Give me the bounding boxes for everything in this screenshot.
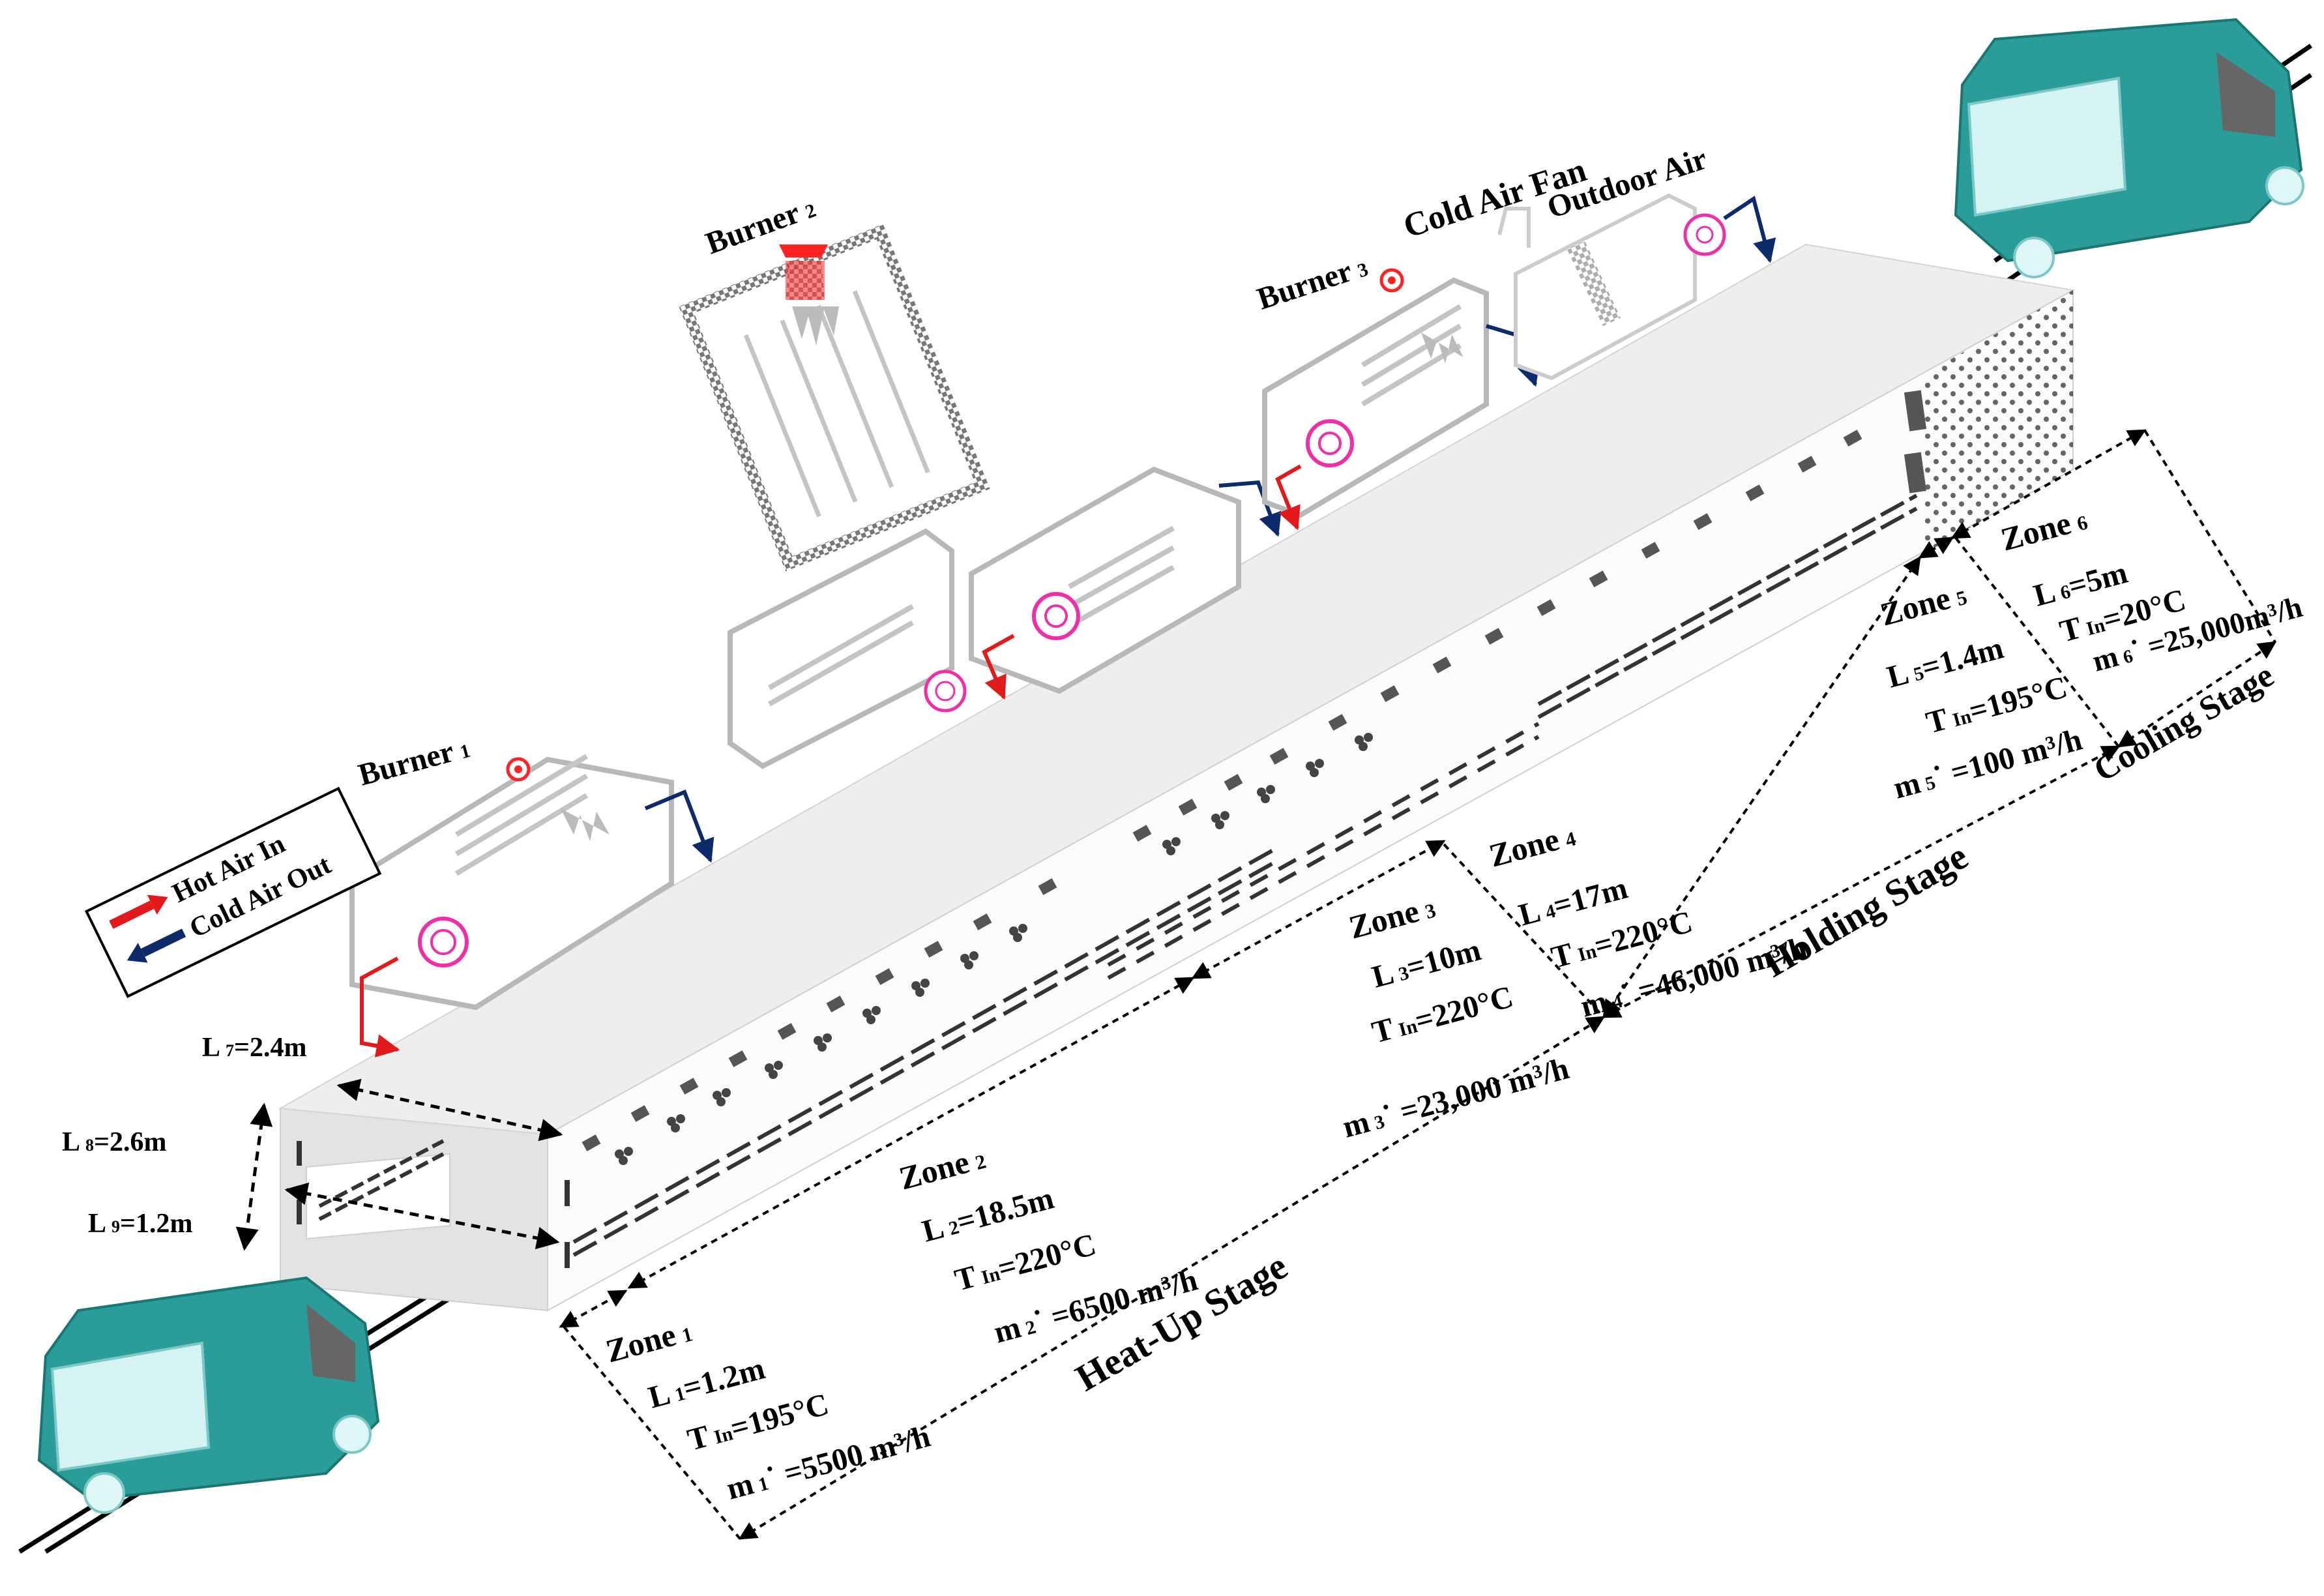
zone-1-title: Zone1 (602, 1312, 696, 1370)
burner-3-flame (1421, 332, 1464, 364)
burner-1-label: Burner1 (355, 730, 473, 792)
zone-3-length: L3=10m (1368, 932, 1484, 994)
cold-air-out-swatch (141, 928, 186, 957)
hot-air-in-swatch (109, 900, 154, 929)
vehicle-exiting-windshield (1967, 76, 2127, 217)
vehicle-entering (37, 1276, 380, 1514)
vehicle-exiting-side-window (2216, 52, 2275, 137)
burner-2-number: 2 (802, 200, 819, 223)
zone-2-length: L2=18.5m (919, 1181, 1057, 1249)
legend-box (84, 786, 382, 998)
vehicle-entering-windshield (50, 1341, 211, 1472)
vehicle-exiting (1954, 18, 2304, 278)
vehicle-exiting-wheel-rear (2265, 166, 2304, 205)
cooling-panel-upper (1904, 390, 1927, 432)
burner-unit-2 (679, 224, 990, 572)
zone-3-title: Zone3 (1345, 888, 1439, 946)
holding-stage-label: Holding Stage (1756, 835, 1975, 985)
burner-3-fan (1306, 419, 1354, 467)
hot-air-in-arrow-2 (1275, 464, 1302, 531)
oven-top-face (278, 243, 2075, 1136)
zone-2-title: Zone2 (895, 1139, 989, 1197)
hot-air-in-arrow-1 (360, 956, 400, 1057)
burner-1-name: Burner (355, 734, 458, 793)
burner-unit-1 (349, 754, 714, 1057)
burner-3-name: Burner (1253, 254, 1356, 317)
zone-2-fan (924, 670, 967, 713)
burner-1-flame (561, 808, 610, 841)
cooling-stage-label: Cooling Stage (2088, 657, 2280, 789)
zone-5-length: L5=1.4m (1883, 630, 2007, 694)
zone-5-flowrate: m5˙ =100 m³/h (1890, 722, 2085, 806)
vehicle-entering-wheel-front (83, 1472, 125, 1514)
outdoor-air-duct (1497, 207, 1531, 248)
end-slot-2 (565, 1242, 570, 1268)
burner-3-number: 3 (1355, 258, 1370, 282)
zone-3-flowrate: m3˙ =23,000 m³/h (1339, 1051, 1572, 1144)
cooling-unit (1497, 193, 1776, 381)
cooling-panel-lower (1904, 452, 1927, 494)
l8-dimension-line (235, 1102, 273, 1251)
cold-air-out-arrow-3 (1218, 480, 1282, 537)
burner-1-number: 1 (458, 740, 473, 763)
zone-3-unit (969, 466, 1282, 700)
zone-1-labels: Zone1 (602, 1312, 696, 1370)
vehicle-entering-wheel-rear (332, 1415, 372, 1454)
burner-2-fire (792, 306, 839, 346)
zone-6-title: Zone6 (1997, 500, 2091, 558)
zone-4-title: Zone4 (1485, 816, 1579, 874)
cold-air-out-arrow-1 (644, 790, 714, 863)
cooling-coil (1566, 241, 1621, 327)
burner-1-fan (418, 917, 469, 968)
zone-2-temperature: TIn=220°C (951, 1227, 1100, 1297)
legend: Hot Air In Cold Air Out (84, 786, 382, 998)
burner-3-label: Burner3 (1253, 248, 1372, 316)
zone-1-length: L1=1.2m (645, 1351, 769, 1415)
end-slot-3 (297, 1141, 302, 1166)
burner-2-nozzle (779, 244, 828, 258)
vehicle-entering-side-window (306, 1304, 355, 1382)
end-slot-1 (565, 1180, 570, 1206)
zone-5-title: Zone5 (1876, 575, 1970, 633)
zone-3-fan (1032, 592, 1080, 640)
zone-2-unit-lower (728, 528, 967, 769)
cold-air-fan-arrow (1723, 196, 1776, 263)
cold-air-fan-icon (1683, 213, 1726, 256)
vehicle-exiting-wheel-front (2013, 237, 2055, 278)
tunnel-opening (306, 1153, 450, 1240)
hot-air-in-arrow-3 (982, 634, 1015, 700)
l7-dimension-line (336, 1078, 563, 1142)
end-slot-4 (297, 1200, 302, 1224)
zone-dimension-lines (559, 429, 2277, 1540)
